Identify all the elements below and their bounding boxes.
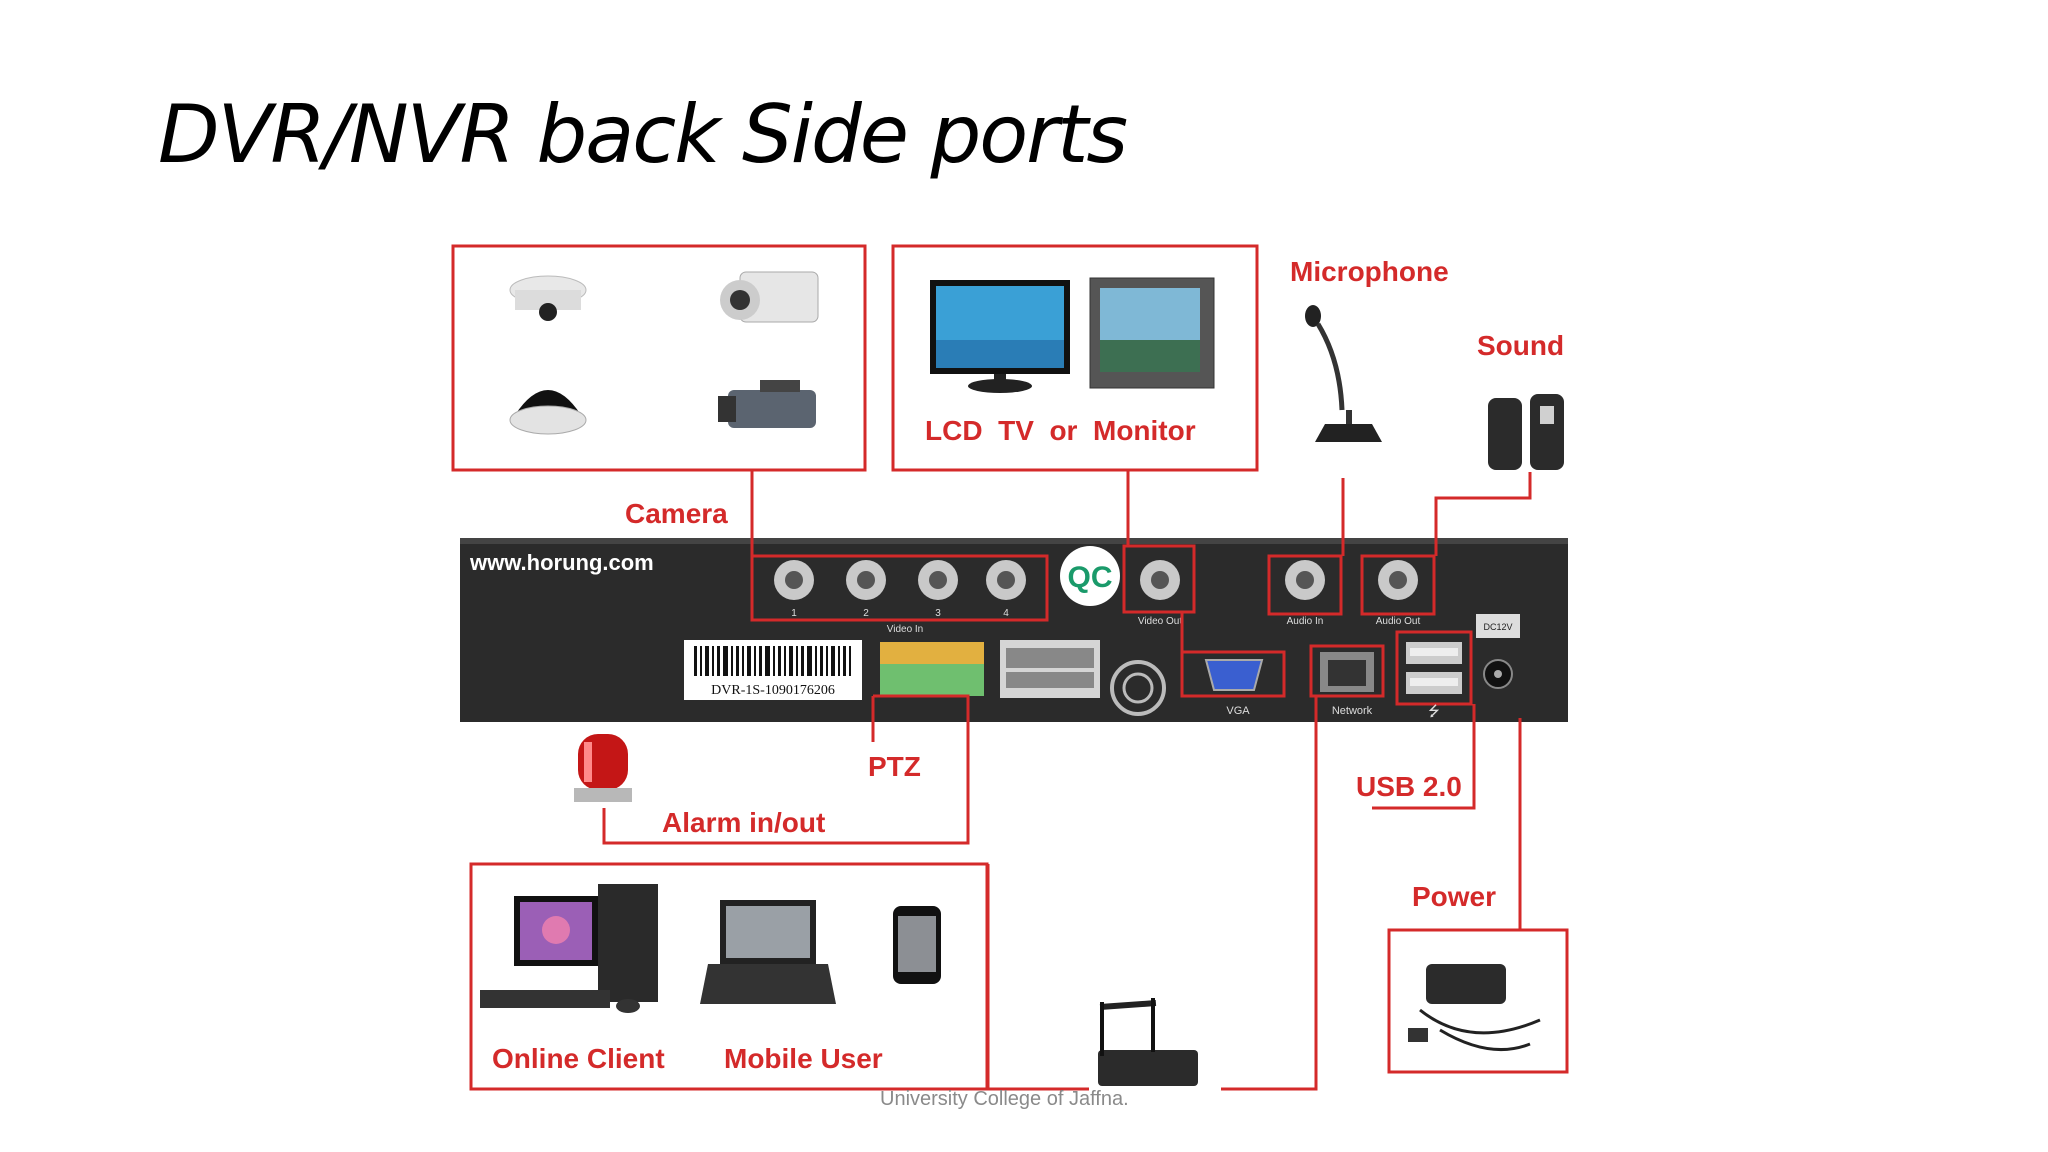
- audio-in-port: Audio In: [1267, 554, 1343, 627]
- vga-port: VGA: [1180, 650, 1286, 717]
- audio-out-port: Audio Out: [1360, 554, 1436, 627]
- ptz-terminal-block: [880, 642, 984, 696]
- mobile-phone-icon: [893, 906, 941, 984]
- dome-camera-icon: [509, 390, 587, 435]
- serial-number: DVR-1S-1090176206: [711, 683, 835, 698]
- microphone-label: Microphone: [1290, 256, 1449, 287]
- speakers-icon: [1488, 394, 1564, 470]
- barcode-icon: [694, 646, 851, 676]
- bnc-port-icon: [1140, 560, 1180, 600]
- sound-connector-line: [1434, 472, 1532, 556]
- usb-port-icon: [1406, 642, 1462, 664]
- power-box: [1387, 928, 1569, 1074]
- qc-mark: QC: [1060, 546, 1120, 606]
- client-connector-line: [986, 864, 1089, 1091]
- ce-mark-icon: [1110, 660, 1166, 716]
- power-label: Power: [1412, 881, 1496, 912]
- video-in-label: Video In: [887, 624, 924, 635]
- video-in-number: 2: [863, 608, 869, 619]
- bnc-port-icon: [986, 560, 1026, 600]
- bnc-port-icon: [1378, 560, 1418, 600]
- video-out-port: Video Out: [1122, 544, 1196, 627]
- audio-out-label: Audio Out: [1376, 616, 1421, 627]
- online-client-label: Online Client: [492, 1043, 665, 1074]
- microphone-icon: [1305, 305, 1382, 442]
- video-in-number: 1: [791, 608, 797, 619]
- usb-label: USB 2.0: [1356, 771, 1462, 802]
- video-in-ports: 1 2 3 4 Video In: [750, 554, 1049, 635]
- alarm-connector-panel: [1000, 640, 1100, 698]
- client-box: [469, 862, 989, 1091]
- usb-ports: ⭍: [1395, 630, 1473, 720]
- sound-group: Sound: [1477, 330, 1564, 470]
- slide-title: DVR/NVR back Side ports: [158, 88, 1128, 181]
- power-group: [1387, 928, 1569, 1074]
- camera-label: Camera: [625, 498, 728, 529]
- alarm-label: Alarm in/out: [662, 807, 825, 838]
- video-in-number: 3: [935, 608, 941, 619]
- brand-url: www.horung.com: [469, 550, 654, 575]
- video-out-label: Video Out: [1138, 616, 1183, 627]
- monitor-label: LCD TV or Monitor: [925, 415, 1196, 446]
- bullet-camera-icon: [718, 380, 816, 428]
- alarm-siren-icon: [574, 734, 632, 802]
- sound-label: Sound: [1477, 330, 1564, 361]
- box-camera-icon: [720, 271, 819, 323]
- dc-power-jack: DC12V: [1476, 614, 1520, 689]
- ptz-label: PTZ: [868, 751, 921, 782]
- alarm-connector-line: [602, 694, 970, 845]
- dvr-device: www.horung.com 1 2 3 4 Video In QC Video…: [460, 538, 1568, 722]
- camera-group: [451, 244, 867, 472]
- bnc-port-icon: [846, 560, 886, 600]
- network-connector-line: [1221, 696, 1318, 1091]
- desktop-computer-icon: [480, 884, 658, 1013]
- router-icon: [1098, 998, 1198, 1086]
- camera-box: [451, 244, 867, 472]
- monitor-box: [891, 244, 1259, 472]
- network-label: Network: [1332, 705, 1373, 717]
- bnc-port-icon: [918, 560, 958, 600]
- qc-text: QC: [1068, 561, 1113, 594]
- bnc-port-icon: [1285, 560, 1325, 600]
- vga-label: VGA: [1226, 705, 1250, 717]
- client-group: Online Client Mobile User: [469, 862, 989, 1091]
- bnc-port-icon: [774, 560, 814, 600]
- microphone-group: Microphone: [1290, 256, 1449, 442]
- mobile-user-label: Mobile User: [724, 1043, 883, 1074]
- usb-port-icon: [1406, 672, 1462, 694]
- smoke-detector-camera-icon: [509, 275, 587, 321]
- video-in-number: 4: [1003, 608, 1009, 619]
- serial-sticker: DVR-1S-1090176206: [684, 640, 862, 700]
- crt-tv-icon: [1089, 277, 1215, 389]
- power-adapter-icon: [1408, 964, 1541, 1051]
- lcd-monitor-icon: [930, 280, 1070, 393]
- network-port: Network: [1309, 644, 1385, 717]
- footer-credit: University College of Jaffna.: [880, 1088, 1129, 1110]
- monitor-group: LCD TV or Monitor: [891, 244, 1259, 472]
- usb-connector-line: [1372, 704, 1476, 810]
- laptop-icon: [700, 900, 836, 1004]
- dc-label: DC12V: [1483, 622, 1512, 632]
- usb-symbol-icon: ⭍: [1428, 704, 1440, 720]
- audio-in-label: Audio In: [1287, 616, 1324, 627]
